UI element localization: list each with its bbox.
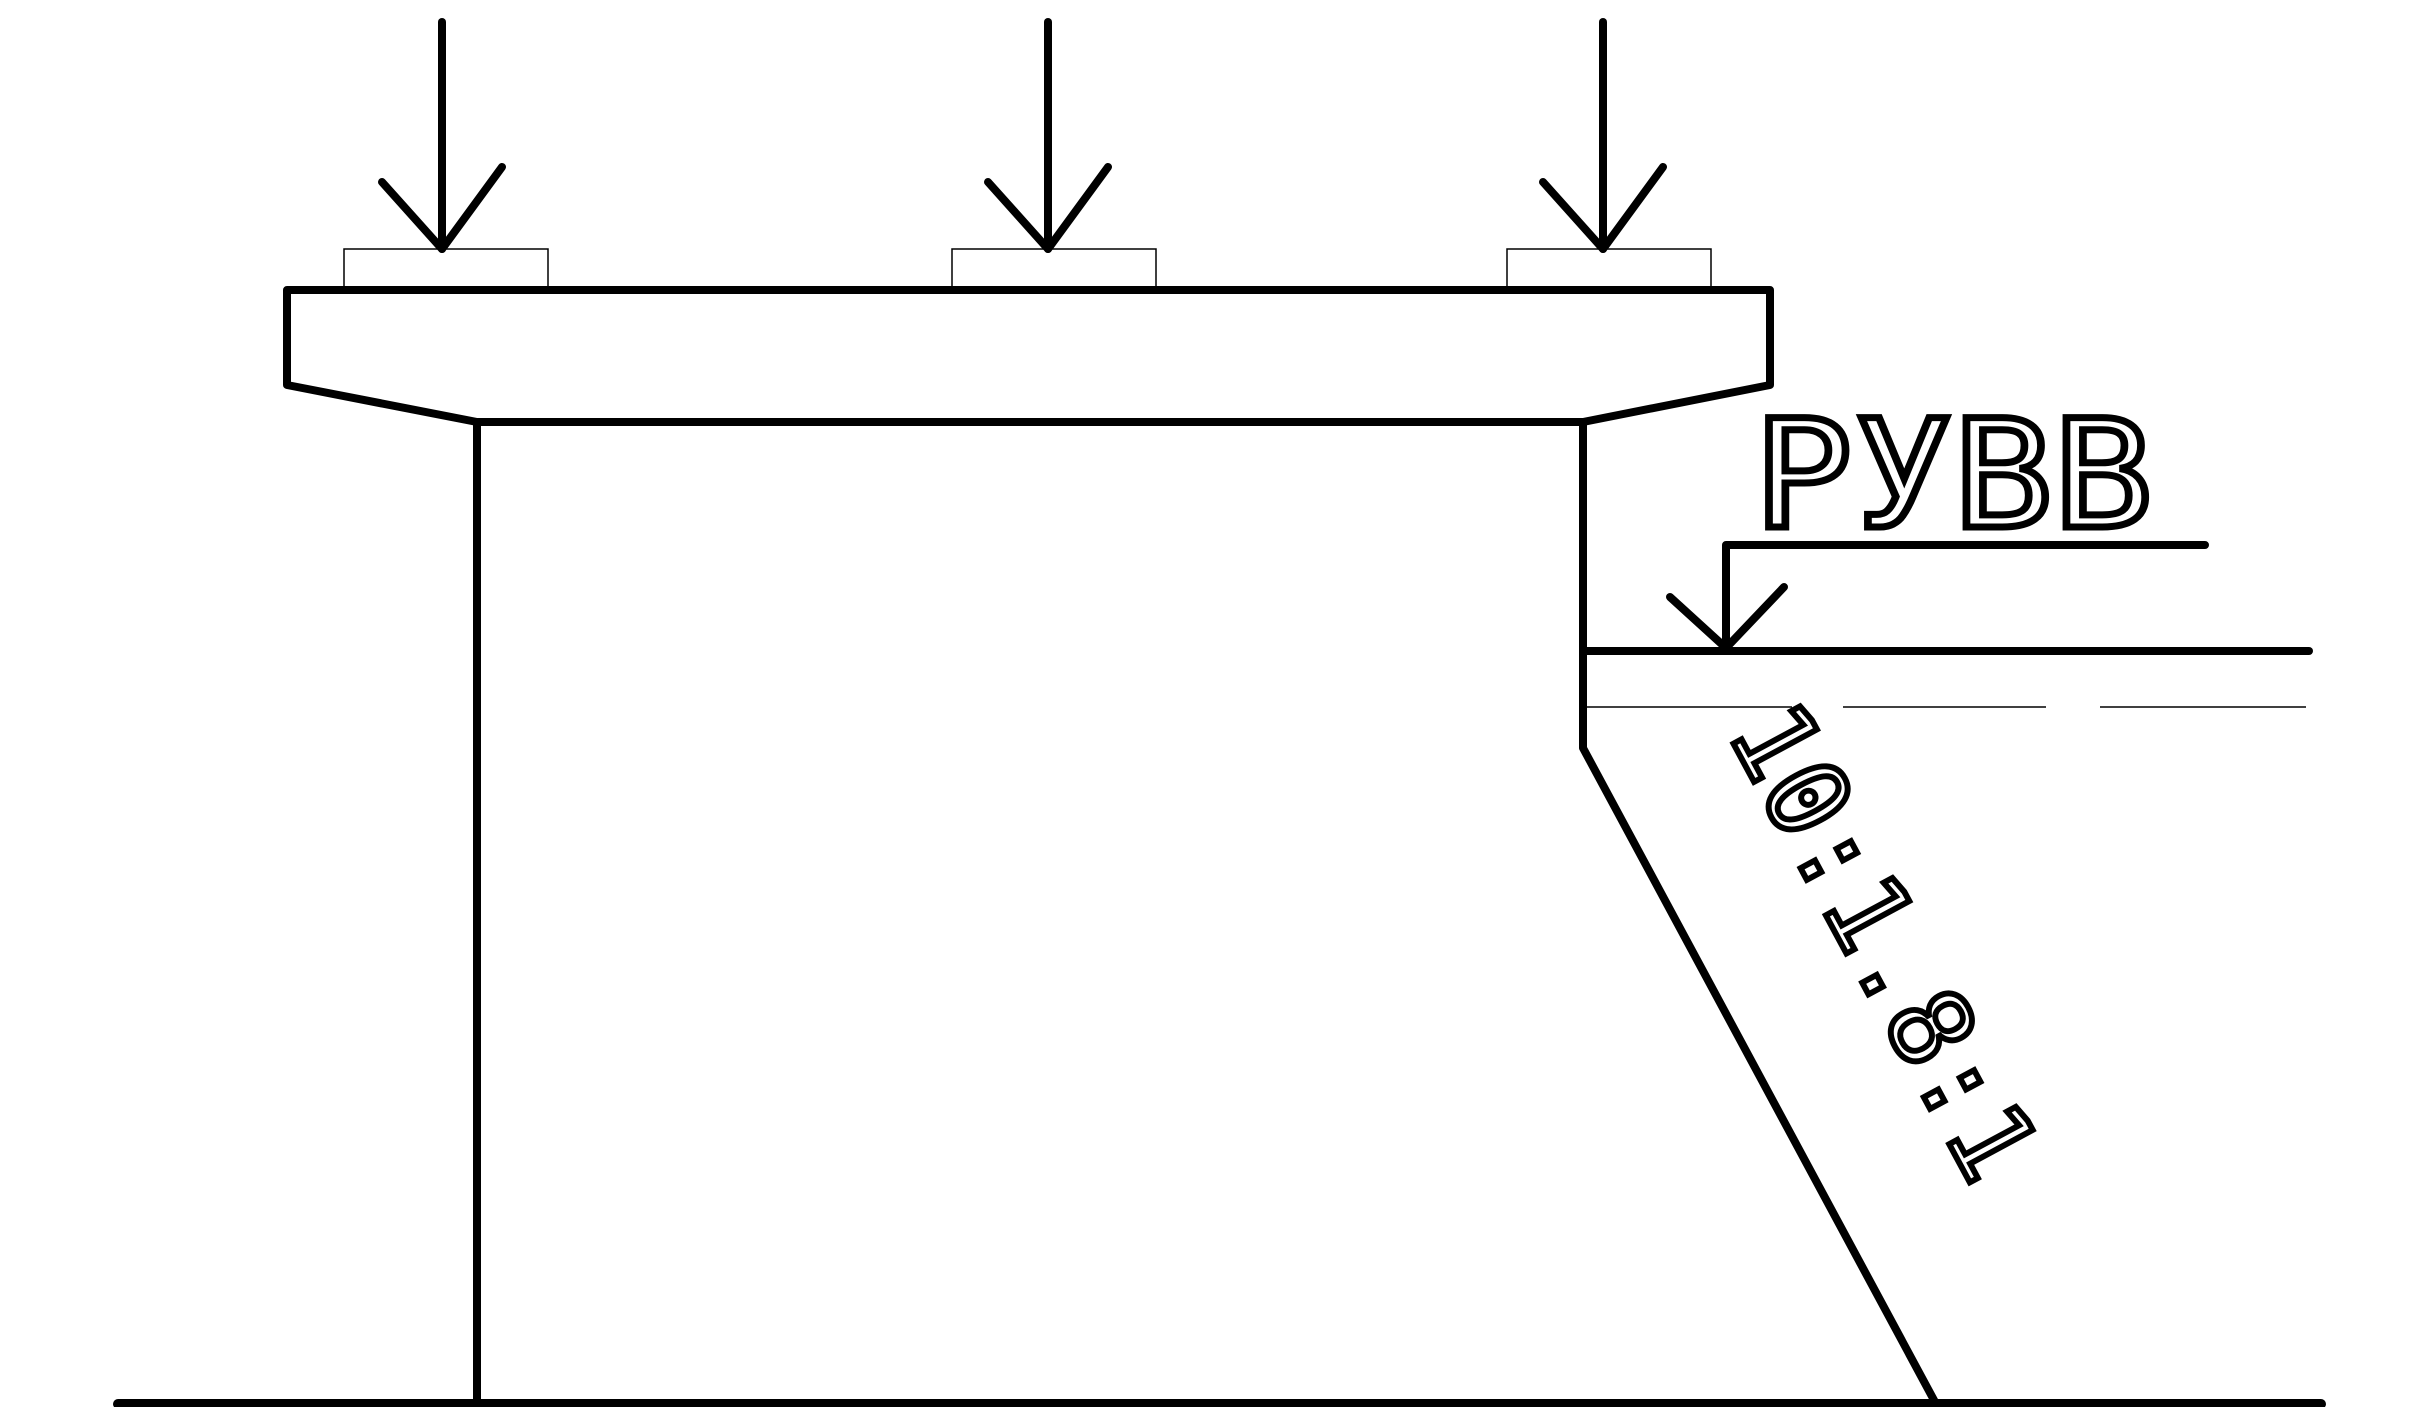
load-arrow-1 — [378, 18, 506, 253]
water-level-marker — [1666, 541, 2209, 652]
bearing-plate-3 — [1506, 248, 1712, 290]
water-level-label: РУВВ — [1753, 389, 2153, 563]
slope-label: 10:1.8:1 — [1704, 683, 2063, 1202]
bearing-plate-1 — [343, 248, 549, 290]
pier-right-face-slope — [1579, 418, 1939, 1406]
load-arrow-3 — [1539, 18, 1667, 253]
pier-cap — [283, 286, 1774, 426]
load-arrow-2 — [984, 18, 1112, 253]
bearing-plate-2 — [951, 248, 1157, 290]
